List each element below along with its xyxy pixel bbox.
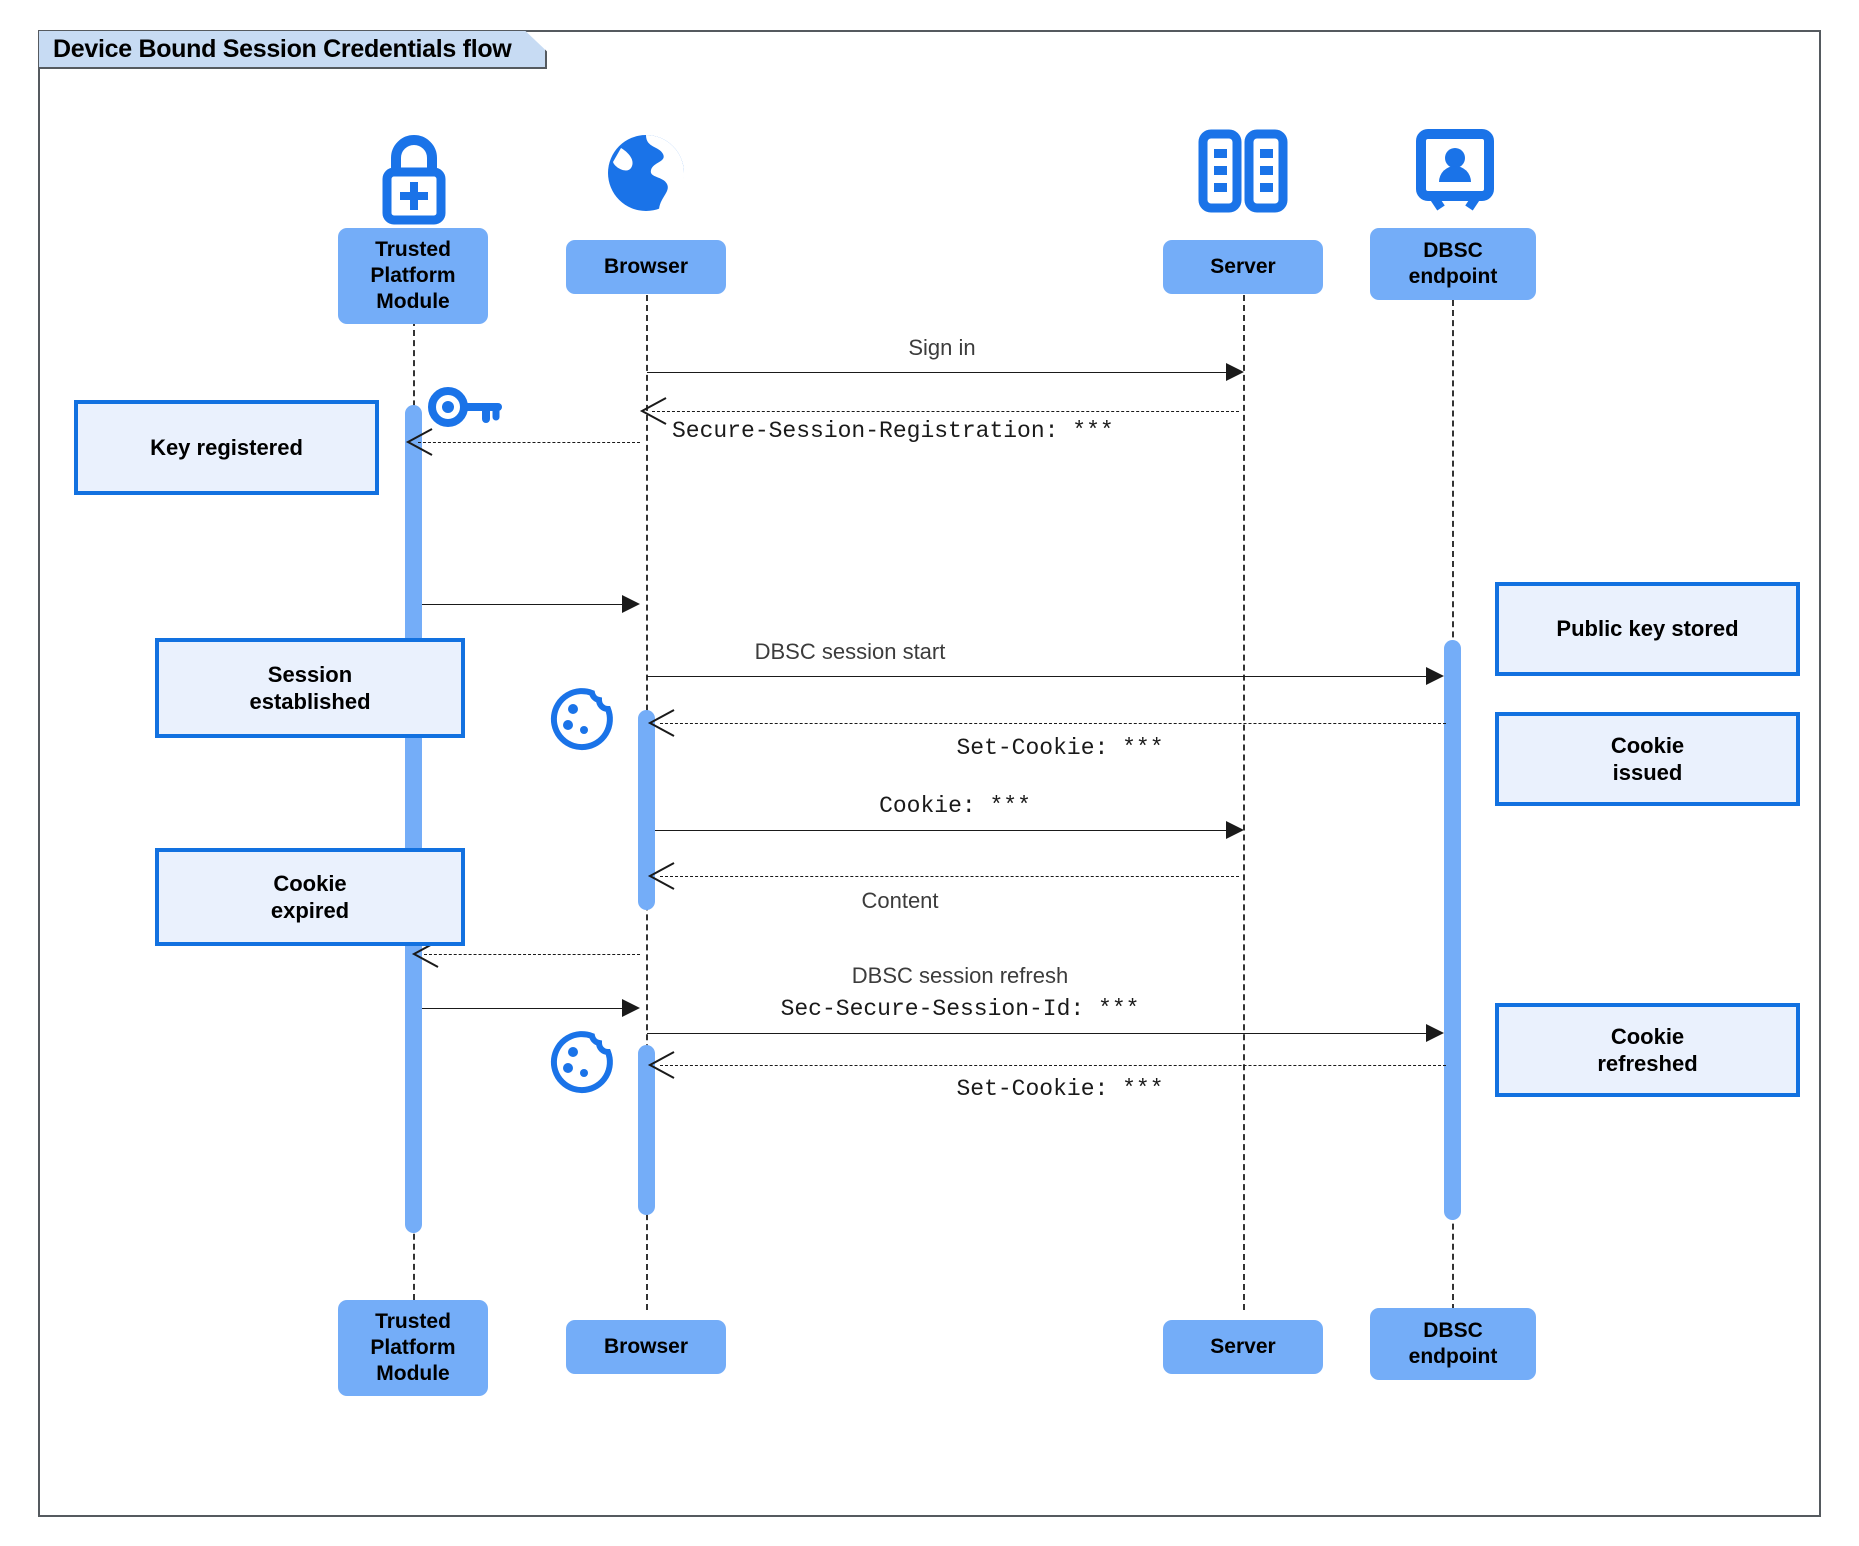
activation-browser-1 <box>638 710 655 910</box>
participant-server-bottom[interactable]: Server <box>1163 1320 1323 1374</box>
note-session-established: Session established <box>155 638 465 738</box>
message-line-dbsc-refresh <box>647 1033 1442 1034</box>
message-label-set-cookie-2: Set-Cookie: *** <box>956 1076 1164 1102</box>
note-cookie-refreshed: Cookie refreshed <box>1495 1003 1800 1097</box>
participant-server-top[interactable]: Server <box>1163 240 1323 294</box>
note-text: Cookie expired <box>270 870 350 924</box>
message-label-cookie: Cookie: *** <box>879 793 1031 819</box>
note-text: Cookie issued <box>1610 732 1685 786</box>
note-cookie-issued: Cookie issued <box>1495 712 1800 806</box>
arrowhead-solid <box>1426 1024 1444 1042</box>
server-racks-icon <box>1195 128 1291 214</box>
message-label-set-cookie-1: Set-Cookie: *** <box>956 735 1164 761</box>
note-public-key-stored: Public key stored <box>1495 582 1800 676</box>
participant-tpm-top[interactable]: Trusted Platform Module <box>338 228 488 324</box>
participant-label: Server <box>1210 255 1276 279</box>
lifeline-server <box>1243 275 1245 1310</box>
arrowhead-solid <box>622 999 640 1017</box>
message-label-secure-session-registration: Secure-Session-Registration: *** <box>672 418 1114 444</box>
cookie-icon <box>548 687 614 753</box>
activation-browser-2 <box>638 1045 655 1215</box>
message-line-set-cookie-2 <box>660 1065 1446 1066</box>
message-line-dbsc-session-start <box>647 676 1442 677</box>
key-icon <box>428 385 504 429</box>
message-line-content <box>660 876 1239 877</box>
note-cookie-expired: Cookie expired <box>155 848 465 946</box>
arrowhead-solid <box>622 595 640 613</box>
participant-label: Trusted Platform Module <box>370 238 456 313</box>
message-label-sign-in: Sign in <box>908 335 976 360</box>
id-badge-icon <box>1415 128 1495 212</box>
lock-plus-icon <box>368 128 460 228</box>
globe-icon <box>601 128 691 218</box>
participant-tpm-bottom[interactable]: Trusted Platform Module <box>338 1300 488 1396</box>
participant-label: Browser <box>603 1335 689 1359</box>
message-label-content: Content <box>861 888 939 913</box>
participant-label: DBSC endpoint <box>1408 239 1498 288</box>
arrowhead-solid <box>1226 821 1244 839</box>
participant-label: Server <box>1210 1335 1276 1359</box>
note-text: Key registered <box>150 434 303 460</box>
message-line-set-cookie-1 <box>660 723 1446 724</box>
message-label-sec-secure-session-id: Sec-Secure-Session-Id: *** <box>780 996 1140 1022</box>
participant-browser-top[interactable]: Browser <box>566 240 726 294</box>
note-text: Session established <box>249 661 371 715</box>
activation-tpm <box>405 405 422 1233</box>
cookie-icon <box>548 1030 614 1096</box>
participant-label: Trusted Platform Module <box>370 1310 456 1385</box>
message-line-tpm-refresh <box>422 1008 637 1009</box>
message-label-dbsc-session-start: DBSC session start <box>754 639 946 664</box>
participant-dbsc-bottom[interactable]: DBSC endpoint <box>1370 1308 1536 1380</box>
note-key-registered: Key registered <box>74 400 379 495</box>
message-line-to-tpm-register <box>418 442 640 443</box>
message-line-sign-in <box>647 372 1237 373</box>
diagram-title-tab: Device Bound Session Credentials flow <box>39 31 547 69</box>
participant-browser-bottom[interactable]: Browser <box>566 1320 726 1374</box>
note-text: Cookie refreshed <box>1597 1023 1698 1077</box>
participant-label: Browser <box>603 255 689 279</box>
participant-dbsc-top[interactable]: DBSC endpoint <box>1370 228 1536 300</box>
arrowhead-solid <box>1226 363 1244 381</box>
message-line-secure-session-registration <box>652 411 1239 412</box>
note-text: Public key stored <box>1556 616 1739 642</box>
message-label-dbsc-session-refresh: DBSC session refresh <box>851 963 1069 988</box>
arrowhead-solid <box>1426 667 1444 685</box>
participant-label: DBSC endpoint <box>1408 1319 1498 1368</box>
message-line-cookie <box>655 830 1237 831</box>
page-title: Device Bound Session Credentials flow <box>53 34 512 63</box>
message-line-browser-to-tpm <box>424 954 640 955</box>
message-line-tpm-to-browser <box>422 604 637 605</box>
activation-dbsc <box>1444 640 1461 1220</box>
